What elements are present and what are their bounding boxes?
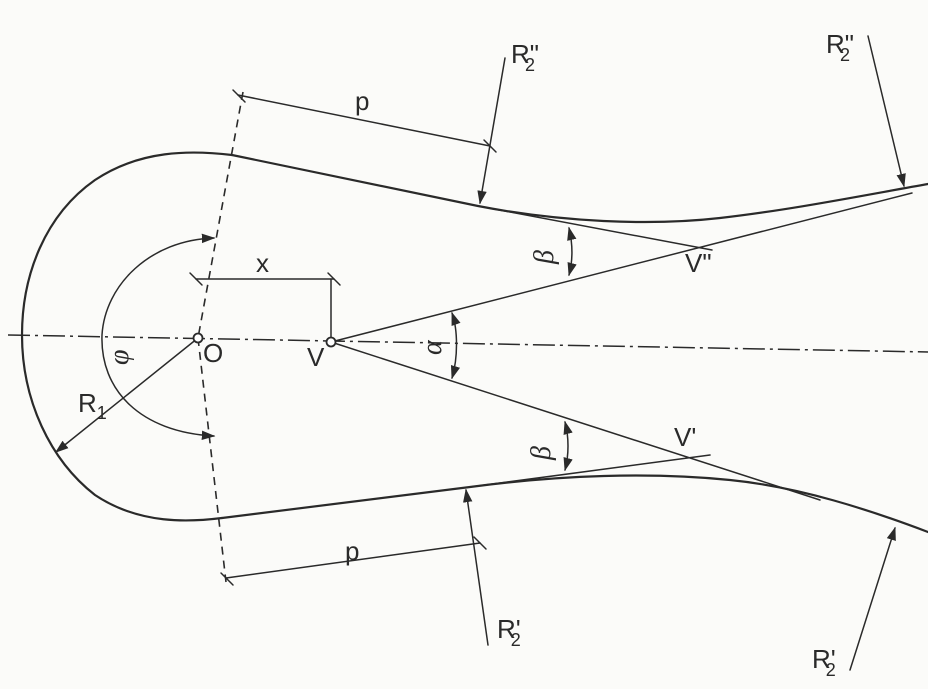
vertex-upper-label: V" — [685, 248, 712, 278]
loop-curve — [20, 151, 234, 522]
alpha-label: α — [417, 339, 448, 355]
p-bottom-dimension-line — [225, 542, 481, 579]
phi-arc — [101, 233, 216, 441]
p-top-label: p — [355, 86, 369, 116]
x-tick-left — [189, 272, 203, 286]
x-label: x — [256, 248, 269, 278]
x-tick-right — [327, 272, 341, 286]
r2-upper-a-label: R"2 — [511, 39, 539, 75]
vertex-lower-label: V' — [674, 422, 696, 452]
r2-upper-b-label: R"2 — [826, 29, 854, 65]
lower-dashed-line — [197, 337, 227, 583]
beta-lower-label: β — [526, 446, 557, 461]
beta-upper-label: β — [529, 250, 560, 265]
p-top-dimension-line — [237, 94, 491, 147]
beta-upper-arc — [567, 226, 577, 277]
center-axis — [7, 334, 928, 353]
alpha-arc — [450, 311, 461, 380]
upper-dashed-line — [197, 91, 244, 339]
r1-radius-line — [54, 337, 199, 453]
upper-branch-curve — [230, 153, 928, 224]
upper-short-tangent — [477, 205, 713, 251]
p-bottom-tick-left — [220, 572, 234, 586]
r2-upper-b-leader — [867, 35, 906, 188]
beta-lower-arc — [563, 420, 573, 472]
origin-label: O — [203, 338, 223, 368]
origin-point — [192, 332, 204, 344]
r2-lower-b-leader — [849, 526, 896, 671]
upper-tangent-line — [330, 192, 913, 343]
p-bottom-label: p — [345, 536, 359, 566]
lower-short-tangent — [469, 454, 711, 488]
r2-upper-a-leader — [477, 57, 506, 205]
vertex-label: V — [307, 342, 325, 372]
r1-label: R1 — [78, 388, 107, 423]
lower-tangent-line — [330, 341, 821, 501]
r2-lower-b-label: R'2 — [812, 644, 836, 680]
r2-lower-a-label: R'2 — [497, 614, 521, 650]
r2-lower-a-leader — [463, 488, 489, 646]
lower-branch-curve — [220, 474, 928, 534]
p-top-tick-left — [232, 89, 246, 103]
phi-label: φ — [104, 350, 135, 366]
vertex-point — [325, 336, 337, 348]
p-bottom-tick-right — [473, 536, 487, 550]
